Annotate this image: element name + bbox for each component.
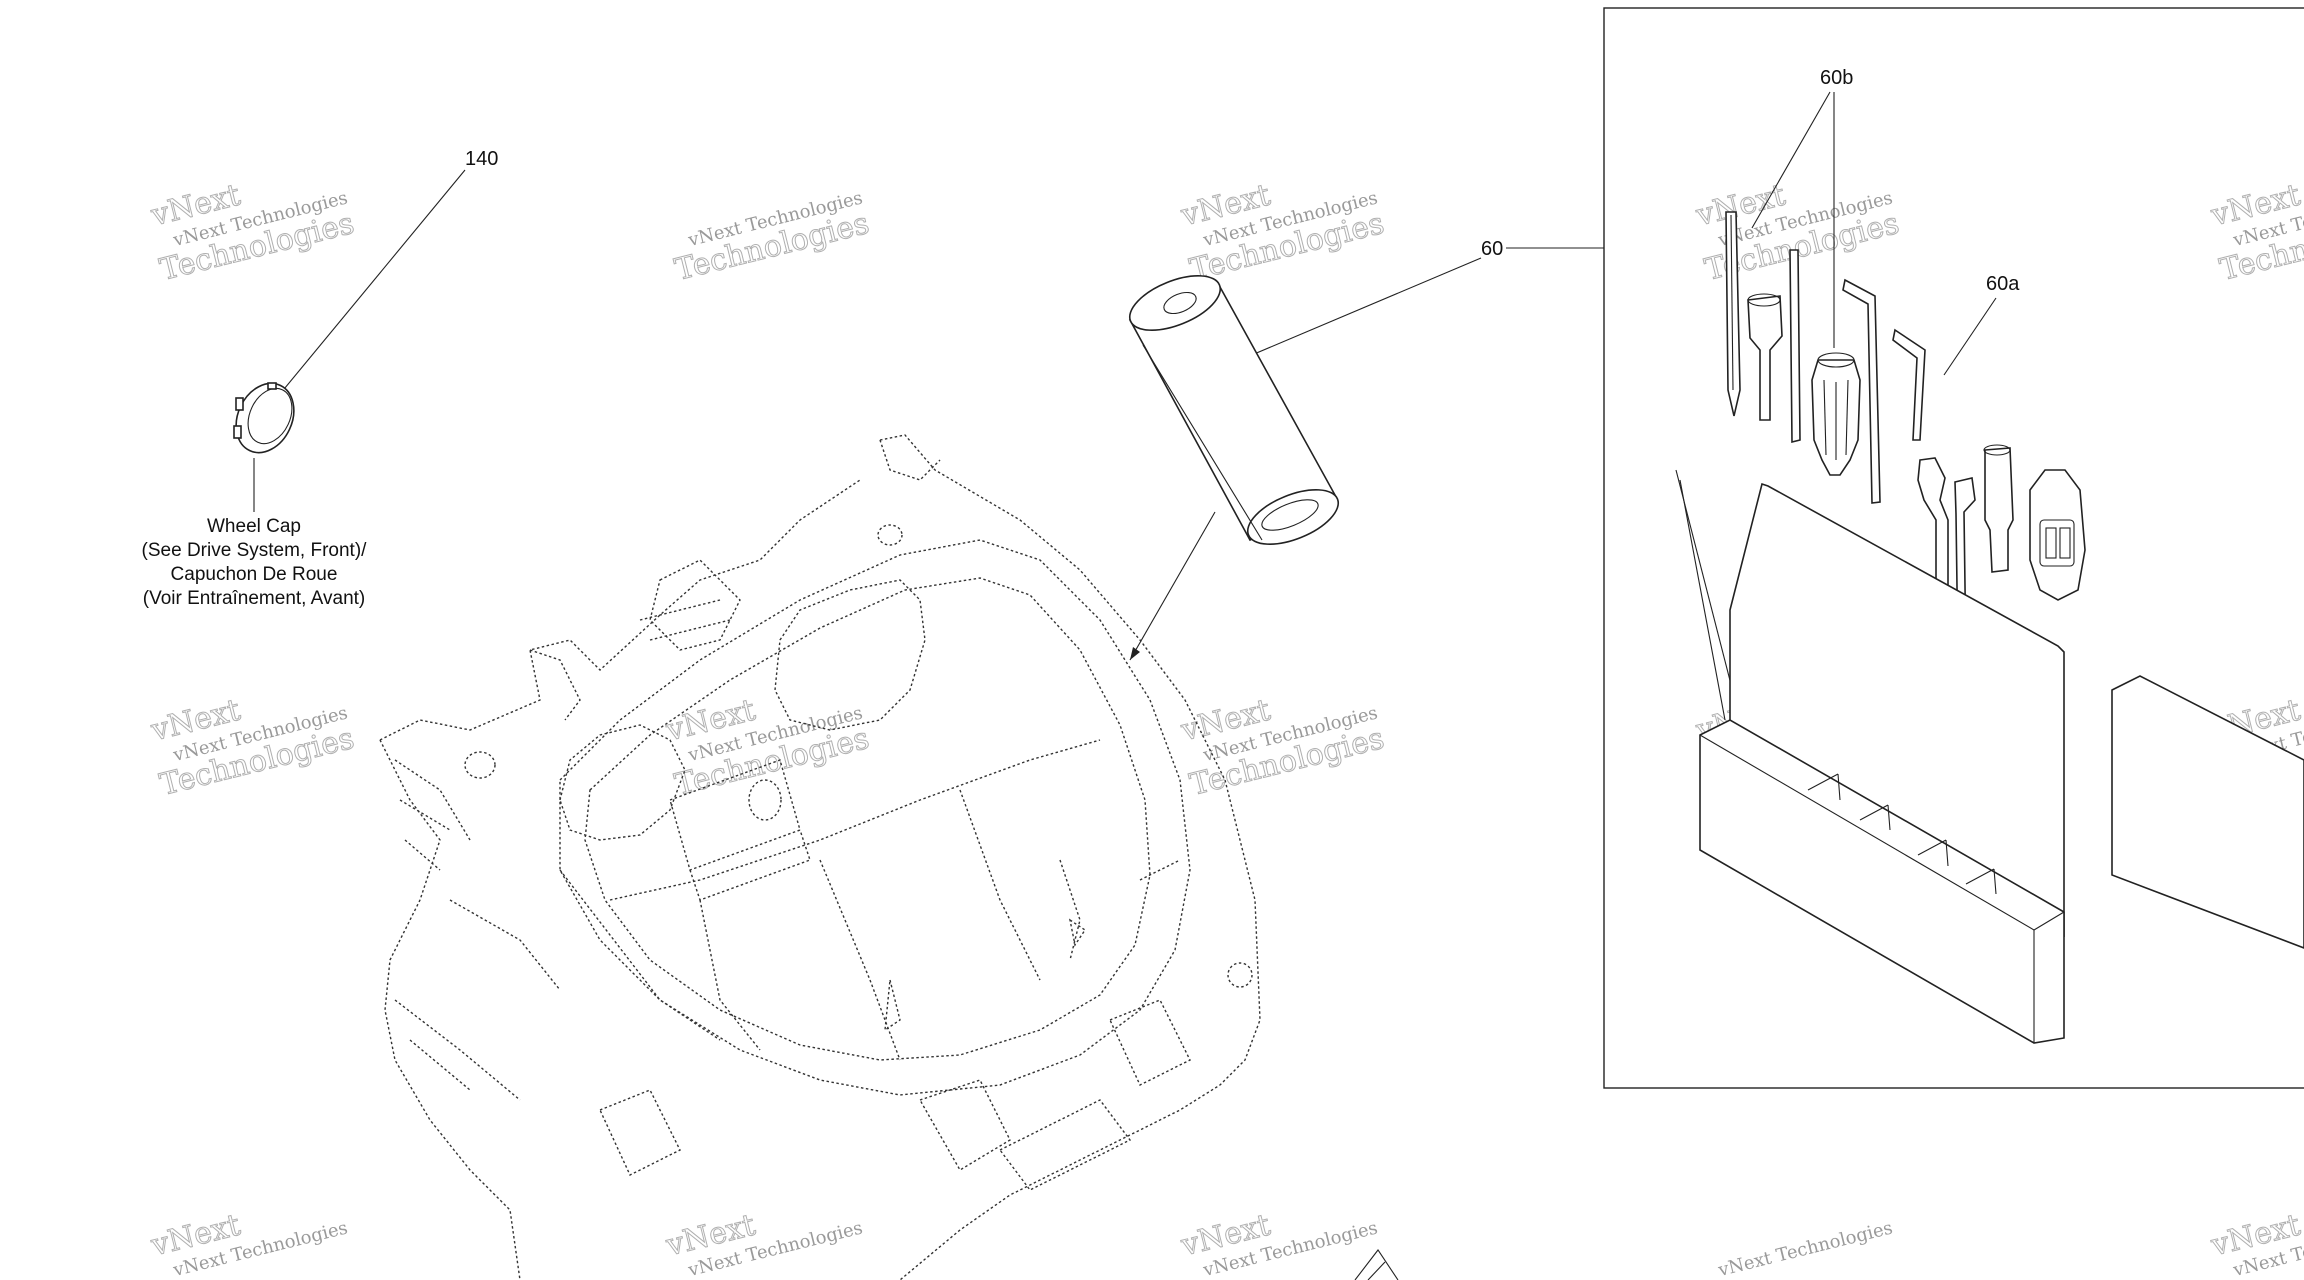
svg-text:(Voir Entraînement, Avant): (Voir Entraînement, Avant) [143, 588, 366, 609]
card-drawing [2111, 675, 2304, 949]
arrow-line [1129, 511, 1216, 661]
callout-60a: 60a [1986, 273, 2020, 295]
tool-kit-pouch-drawing [1128, 275, 1340, 545]
callout-60: 60 [1481, 238, 1503, 260]
tools-drawing [1725, 211, 2086, 691]
leader-line [1943, 297, 1997, 376]
watermark: vNext vNext Technologies [147, 1207, 350, 1280]
watermark: vNext vNext Technologies Technologies [2207, 177, 2304, 288]
leader-line [274, 169, 466, 401]
svg-text:Capuchon De Roue: Capuchon De Roue [171, 564, 338, 585]
watermark: vNext vNext Technologies Technologies [1177, 177, 1389, 288]
watermark: vNext vNext Technologies Technologies [1177, 692, 1389, 803]
watermark: vNext Technologies Technologies [671, 187, 873, 288]
leader-line [1751, 91, 1831, 229]
arrow-head [1130, 647, 1140, 660]
svg-text:vNext Technologies: vNext Technologies [1715, 1217, 1895, 1280]
tool-kit-detail-box: 60b 60a [1603, 7, 2304, 1089]
part-60-tool-kit: 60 [1128, 238, 1604, 661]
watermark: vNext vNext Technologies [1177, 1207, 1380, 1280]
watermark: vNext vNext Technologies [662, 1207, 865, 1280]
watermark: vNext Technologies [1715, 1217, 1895, 1280]
watermark: vNext vNext Technologies Technologies [662, 692, 874, 803]
leader-line [1239, 257, 1482, 361]
storage-compartment-drawing [379, 434, 1261, 1280]
svg-text:(See Drive System, Front)/: (See Drive System, Front)/ [142, 540, 368, 561]
part-140-wheel-cap: 140 Wheel Cap (See Drive System, Front)/… [142, 148, 499, 609]
tool-tray-drawing [1675, 469, 2065, 1044]
watermark: vNext vNext Technologies [2207, 1207, 2304, 1280]
wheel-cap-note: Wheel Cap (See Drive System, Front)/ Cap… [142, 516, 368, 609]
callout-60b: 60b [1820, 67, 1853, 89]
partial-part-drawing [1354, 1249, 1399, 1280]
watermark: vNext vNext Technologies Technologies [147, 692, 359, 803]
svg-text:Wheel Cap: Wheel Cap [207, 516, 301, 537]
callout-140: 140 [465, 148, 498, 170]
watermark: vNext vNext Technologies Technologies [147, 177, 359, 288]
wheel-cap-drawing [233, 382, 295, 454]
